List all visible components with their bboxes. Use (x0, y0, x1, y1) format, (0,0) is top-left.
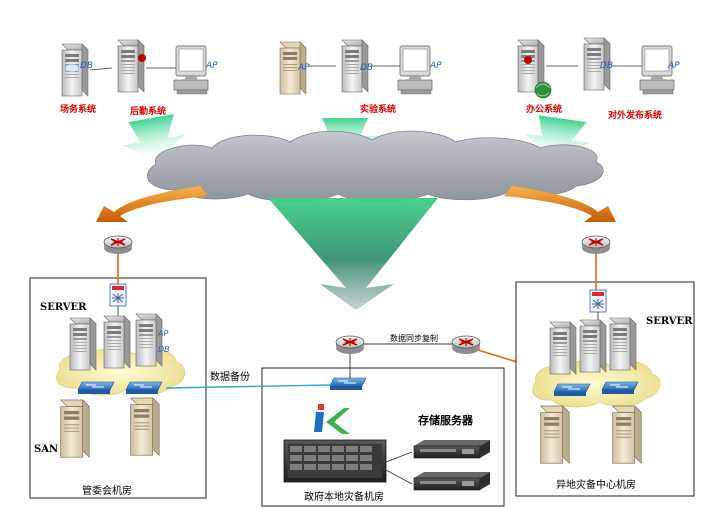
server-badge: DB (600, 61, 613, 71)
switch-icon (553, 383, 591, 397)
server-icon (69, 317, 97, 371)
orange-arrows (96, 186, 616, 222)
server-badge: DB (80, 61, 93, 71)
rack-server-icon (413, 439, 491, 459)
switch-icon (329, 377, 367, 391)
server-badge: AP (667, 61, 680, 71)
system-label-office: 办公系统 (526, 103, 562, 115)
storage-label: 存储服务器 (418, 413, 474, 427)
storage-tower-icon (540, 405, 570, 464)
san-label: SAN (34, 444, 58, 455)
cloud-icon (147, 130, 604, 202)
server-icon (103, 315, 131, 369)
rack-server-icon (413, 471, 491, 491)
disk-array-icon (283, 439, 387, 483)
server-badge: DB (158, 345, 170, 354)
sync-link-label: 数据同步复制 (390, 333, 438, 343)
center-room: 数据同步复制 存储服务器 政府本地灾备机房 (261, 333, 505, 507)
brand-logo-icon (314, 404, 350, 434)
system-label-logistics: 后勤系统 (130, 105, 166, 117)
server-badge: DB (360, 63, 373, 73)
green-funnel-arrow (268, 198, 438, 310)
switch-icon (601, 381, 639, 395)
switch-icon (125, 381, 163, 395)
system-label-field: 场务系统 (60, 103, 96, 115)
server-badge: AP (429, 61, 442, 71)
right-room: SERVER 异地灾备中心机房 (515, 235, 695, 497)
globe-icon (534, 81, 552, 99)
pc-icon (397, 45, 433, 95)
router-icon (451, 335, 481, 355)
system-label-publish: 对外发布系统 (608, 109, 662, 121)
storage-tower-icon (130, 397, 160, 456)
system-label-lab: 实验系统 (360, 103, 396, 115)
top-system-groups: DB AP DB AP AP DB AP 场务系统 后勤系统 实验系统 办公系统… (60, 37, 680, 121)
server-label: SERVER (646, 316, 693, 327)
server-icon (517, 39, 545, 93)
firewall-icon (109, 283, 127, 307)
server-icon (117, 39, 146, 93)
server-icon (579, 319, 607, 373)
switch-icon (77, 381, 115, 395)
router-icon (335, 335, 365, 355)
firewall-icon (589, 289, 607, 313)
backup-link: 数据备份 (165, 370, 331, 389)
server-badge: AP (205, 61, 218, 71)
server-icon (135, 313, 163, 367)
router-icon (581, 235, 611, 255)
server-badge: AP (157, 329, 168, 338)
server-icon (609, 317, 637, 371)
server-badge: AP (297, 63, 310, 73)
router-icon (103, 235, 133, 255)
room-caption: 政府本地灾备机房 (304, 490, 384, 503)
server-label: SERVER (40, 302, 87, 313)
room-caption: 异地灾备中心机房 (556, 478, 636, 491)
backup-link-label: 数据备份 (210, 370, 250, 383)
server-db-icon (61, 43, 89, 97)
pc-icon (173, 45, 209, 95)
room-caption: 管委会机房 (82, 484, 132, 497)
left-room: SERVER AP DB SAN 管委会机房 (29, 235, 207, 499)
storage-tower-icon (612, 405, 642, 464)
storage-tower-icon (60, 399, 90, 458)
server-icon (549, 321, 577, 375)
